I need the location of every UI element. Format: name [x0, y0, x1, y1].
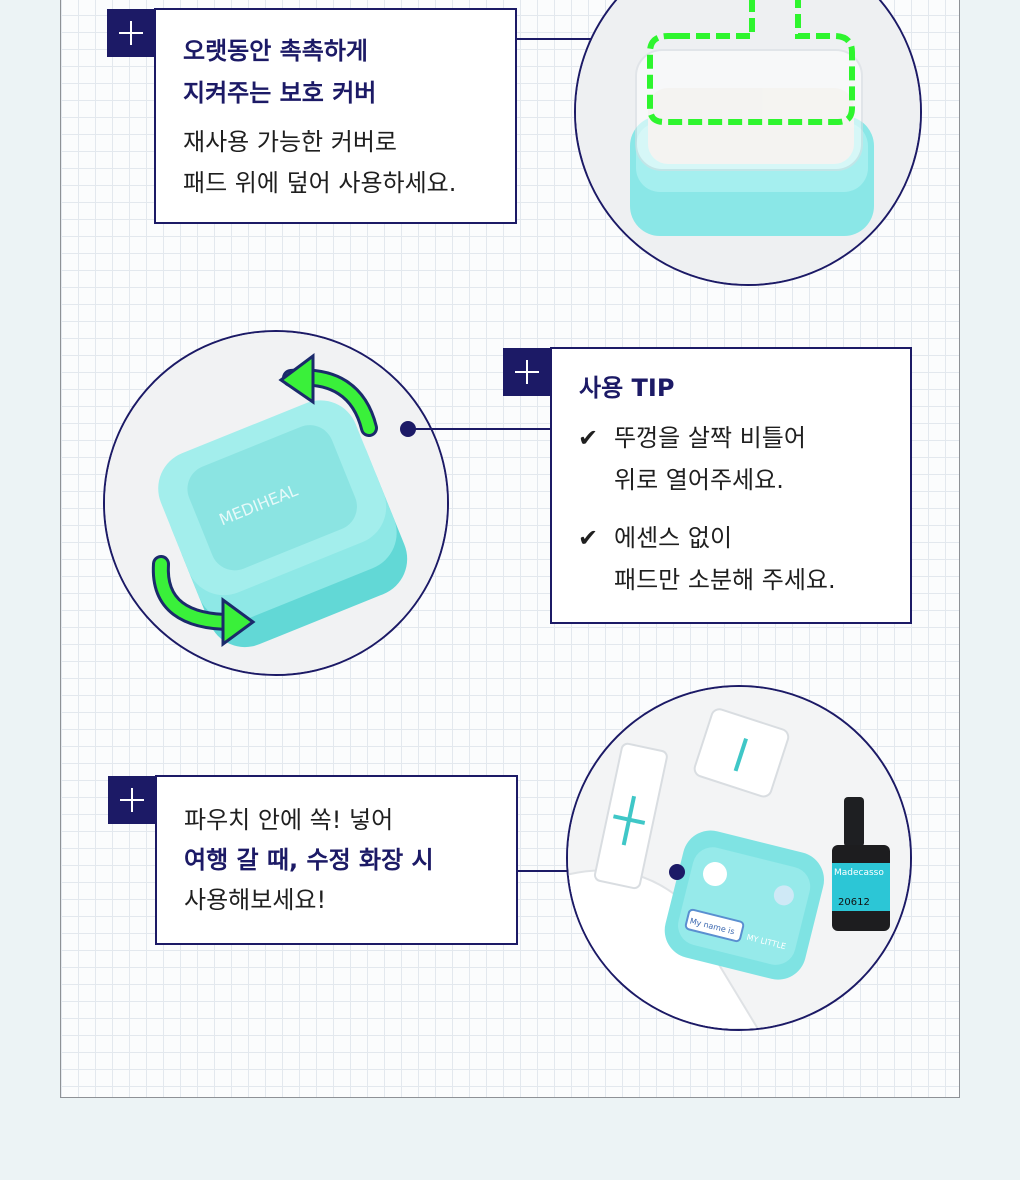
cover-title-line2: 지켜주는 보호 커버: [183, 79, 377, 107]
check-icon: ✔: [578, 424, 599, 452]
pouch-line2: 여행 갈 때, 수정 화장 시: [184, 846, 434, 874]
connector-line: [517, 38, 615, 40]
tip-title: 사용 TIP: [579, 374, 675, 402]
cover-product-image: [574, 0, 922, 286]
pouch-products-image: My name is MY LITTLE Madecasso 20612: [566, 685, 912, 1031]
connector-line: [407, 428, 550, 430]
cover-info-box: 오랫동안 촉촉하게 지켜주는 보호 커버 재사용 가능한 커버로 패드 위에 덮…: [154, 8, 517, 224]
connector-dot: [400, 421, 416, 437]
plus-icon: [108, 776, 156, 824]
pouch-line1: 파우치 안에 쏙! 넣어: [184, 806, 394, 834]
tip1-line2: 위로 열어주세요.: [614, 466, 784, 494]
connector-dot: [669, 864, 685, 880]
twist-open-image: MEDIHEAL: [103, 330, 449, 676]
plus-icon: [503, 348, 551, 396]
serum-code-text: 20612: [838, 897, 870, 908]
tip2-line1: 에센스 없이: [614, 524, 733, 552]
tip1-line1: 뚜껑을 살짝 비틀어: [614, 424, 806, 452]
tip2-line2: 패드만 소분해 주세요.: [614, 566, 836, 594]
pouch-line3: 사용해보세요!: [184, 886, 327, 914]
usage-tip-box: 사용 TIP ✔ 뚜껑을 살짝 비틀어 위로 열어주세요. ✔ 에센스 없이 패…: [550, 347, 912, 624]
serum-label-text: Madecasso: [834, 868, 884, 878]
plus-icon: [107, 9, 155, 57]
cover-body-line1: 재사용 가능한 커버로: [183, 128, 397, 156]
cover-body-line2: 패드 위에 덮어 사용하세요.: [183, 169, 457, 197]
check-icon: ✔: [578, 524, 599, 552]
pouch-info-box: 파우치 안에 쏙! 넣어 여행 갈 때, 수정 화장 시 사용해보세요!: [155, 775, 518, 945]
cover-title-line1: 오랫동안 촉촉하게: [183, 37, 368, 65]
